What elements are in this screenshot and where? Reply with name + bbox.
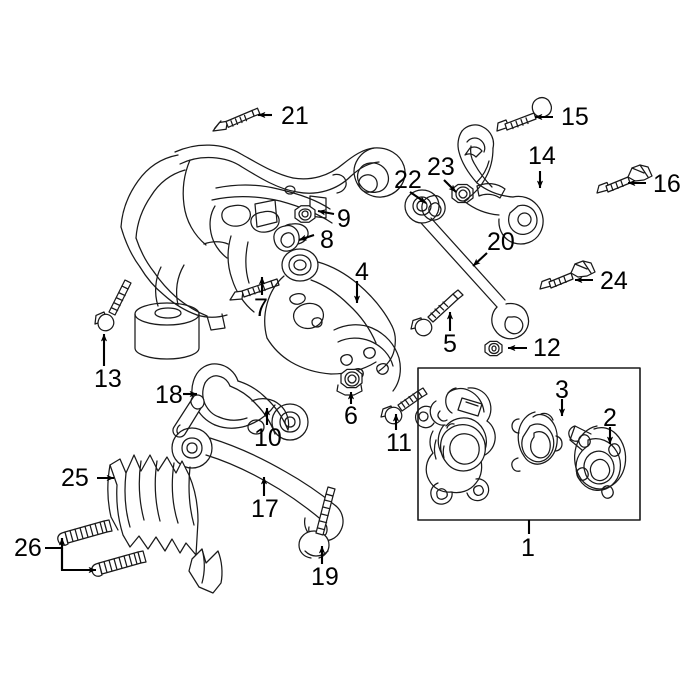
part-23-nut [451, 183, 474, 204]
callout-25[interactable]: 25 [61, 464, 89, 492]
callout-23[interactable]: 23 [427, 153, 455, 181]
part-9-nut [294, 205, 316, 223]
callout-6[interactable]: 6 [344, 402, 358, 430]
part-10-upper-control-arm [191, 363, 309, 441]
part-20-lateral-link [404, 189, 530, 340]
part-subframe-crossmember [120, 144, 406, 360]
callout-24[interactable]: 24 [600, 267, 628, 295]
callout-7[interactable]: 7 [254, 294, 268, 322]
callout-13[interactable]: 13 [94, 365, 122, 393]
callout-19[interactable]: 19 [311, 563, 339, 591]
part-3-dust-shield [511, 411, 563, 472]
leader-26 [45, 537, 97, 574]
leader-9 [317, 209, 335, 216]
part-14-rear-upper-arm [457, 124, 544, 245]
part-2-wheel-hub-bearing [568, 425, 627, 499]
part-5-control-arm-bolt [410, 289, 464, 337]
part-12-nut [484, 340, 503, 357]
part-16-cam-bolt [596, 164, 653, 194]
part-4-lower-control-arm [264, 248, 401, 392]
leader-22 [409, 191, 427, 204]
callout-4[interactable]: 4 [355, 258, 369, 286]
part-21-subframe-bolt [212, 107, 261, 132]
callout-2[interactable]: 2 [603, 404, 617, 432]
callout-12[interactable]: 12 [533, 334, 561, 362]
callout-14[interactable]: 14 [528, 142, 556, 170]
part-13-subframe-bolt [94, 279, 132, 332]
callout-21[interactable]: 21 [281, 102, 309, 130]
callout-17[interactable]: 17 [251, 495, 279, 523]
callout-10[interactable]: 10 [254, 424, 282, 452]
part-1-knuckle [414, 387, 496, 505]
callout-3[interactable]: 3 [555, 376, 569, 404]
callout-26[interactable]: 26 [14, 534, 42, 562]
callout-22[interactable]: 22 [394, 166, 422, 194]
callout-1[interactable]: 1 [521, 534, 535, 562]
part-24-cam-bolt [539, 260, 596, 290]
part-26-shield-screws [57, 519, 147, 577]
part-22-washer [421, 194, 446, 221]
callout-8[interactable]: 8 [320, 226, 334, 254]
part-25-splash-shield [107, 454, 223, 594]
part-7-subframe-bolt [229, 278, 280, 301]
leader-8 [298, 234, 315, 241]
callout-9[interactable]: 9 [337, 205, 351, 233]
callout-5[interactable]: 5 [443, 330, 457, 358]
part-15-bolt [496, 97, 552, 132]
callout-20[interactable]: 20 [487, 228, 515, 256]
leader-23 [443, 179, 457, 193]
part-11-toe-link-bolt [380, 387, 428, 425]
part-8-washer [273, 224, 300, 252]
part-18-pin [172, 394, 205, 438]
callout-18[interactable]: 18 [155, 381, 183, 409]
leader-lines [97, 111, 646, 564]
callout-11[interactable]: 11 [386, 429, 412, 457]
callout-16[interactable]: 16 [653, 170, 681, 198]
leader-20 [472, 252, 488, 267]
callout-15[interactable]: 15 [561, 103, 589, 131]
